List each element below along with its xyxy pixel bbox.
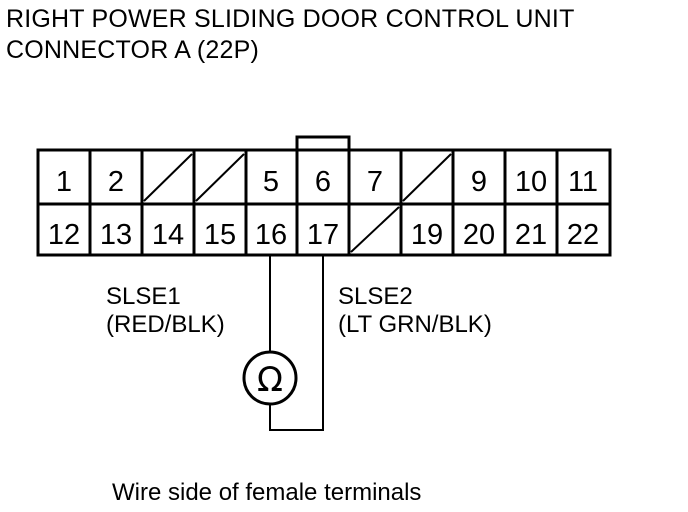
terminal-numbers: 1 2 5 6 7 9 10 11 12 13 14 15 16 17 19 2… xyxy=(48,166,599,251)
empty-terminal-4-mark xyxy=(195,153,245,202)
terminal-14: 14 xyxy=(152,219,184,251)
terminal-12: 12 xyxy=(48,219,80,251)
view-caption: Wire side of female terminals xyxy=(112,479,422,506)
empty-terminal-8-mark xyxy=(402,153,452,202)
terminal-13: 13 xyxy=(100,219,132,251)
wire-left-name: SLSE1 xyxy=(106,283,181,310)
terminal-17: 17 xyxy=(307,219,339,251)
diagram-title: RIGHT POWER SLIDING DOOR CONTROL UNIT CO… xyxy=(6,4,575,66)
terminal-15: 15 xyxy=(204,219,236,251)
ohm-symbol: Ω xyxy=(257,360,283,400)
column-dividers xyxy=(88,150,559,255)
terminal-9: 9 xyxy=(471,166,487,198)
terminal-20: 20 xyxy=(463,219,495,251)
terminal-22: 22 xyxy=(567,219,599,251)
terminal-7: 7 xyxy=(367,166,383,198)
terminal-21: 21 xyxy=(515,219,547,251)
terminal-6: 6 xyxy=(315,166,331,198)
terminal-16: 16 xyxy=(255,219,287,251)
terminal-1: 1 xyxy=(56,166,72,198)
terminal-19: 19 xyxy=(411,219,443,251)
wire-left-color: (RED/BLK) xyxy=(106,311,225,338)
title-line-2: CONNECTOR A (22P) xyxy=(6,36,259,64)
test-leads xyxy=(269,255,324,431)
lead-meter-to-terminal-17 xyxy=(269,255,324,431)
wire-right-color: (LT GRN/BLK) xyxy=(338,311,492,338)
connector-lock-tab xyxy=(295,135,351,152)
empty-cavity-marks xyxy=(143,153,452,253)
terminal-2: 2 xyxy=(108,166,124,198)
title-line-1: RIGHT POWER SLIDING DOOR CONTROL UNIT xyxy=(6,5,575,33)
terminal-5: 5 xyxy=(263,166,279,198)
empty-terminal-3-mark xyxy=(143,153,193,202)
empty-terminal-18-mark xyxy=(350,206,400,253)
terminal-10: 10 xyxy=(515,166,547,198)
ohmmeter-icon xyxy=(242,350,298,406)
terminal-11: 11 xyxy=(568,166,598,198)
wire-right-name: SLSE2 xyxy=(338,283,413,310)
